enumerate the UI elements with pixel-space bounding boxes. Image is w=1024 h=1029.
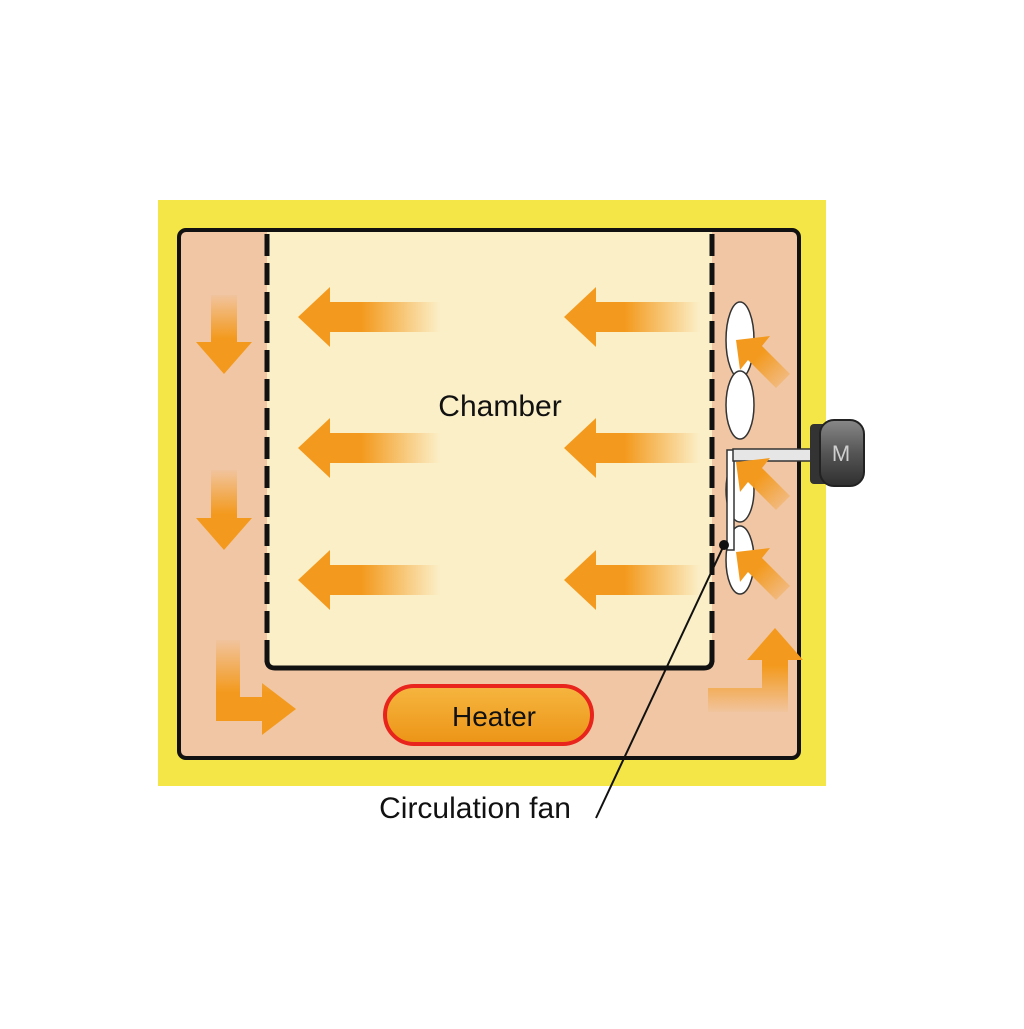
airflow-arrow xyxy=(564,287,700,347)
chamber-bottom-wall xyxy=(264,650,715,671)
heater-element xyxy=(383,684,594,746)
airflow-arrow xyxy=(564,550,700,610)
motor-icon: M xyxy=(810,419,865,487)
fan-blade xyxy=(725,370,755,440)
fan-shaft xyxy=(732,448,818,462)
airflow-arrow xyxy=(298,287,440,347)
fan-hub xyxy=(726,449,735,551)
airflow-arrow-diagonal xyxy=(736,336,790,388)
airflow-arrow-diagonal xyxy=(736,548,790,600)
airflow-arrow xyxy=(298,550,440,610)
heater: Heater xyxy=(383,684,594,746)
airflow-arrow-turn xyxy=(216,640,296,735)
motor-label: M xyxy=(832,441,850,466)
motor-body xyxy=(819,419,865,487)
airflow-arrow-diagonal xyxy=(736,458,790,510)
airflow-arrow-up xyxy=(708,628,803,712)
duct-airflow-arrows xyxy=(196,295,803,735)
fan-callout-line xyxy=(595,544,725,819)
circulation-fan-label: Circulation fan xyxy=(379,792,571,825)
airflow-arrow xyxy=(298,418,440,478)
heater-label: Heater xyxy=(452,701,536,732)
chamber-label: Chamber xyxy=(438,390,561,423)
chamber-airflow-arrows xyxy=(298,287,700,610)
airflow-arrow-down xyxy=(196,295,252,374)
fan-airflow-arrows xyxy=(736,336,790,600)
airflow-arrow-down xyxy=(196,470,252,550)
airflow-arrow xyxy=(564,418,700,478)
